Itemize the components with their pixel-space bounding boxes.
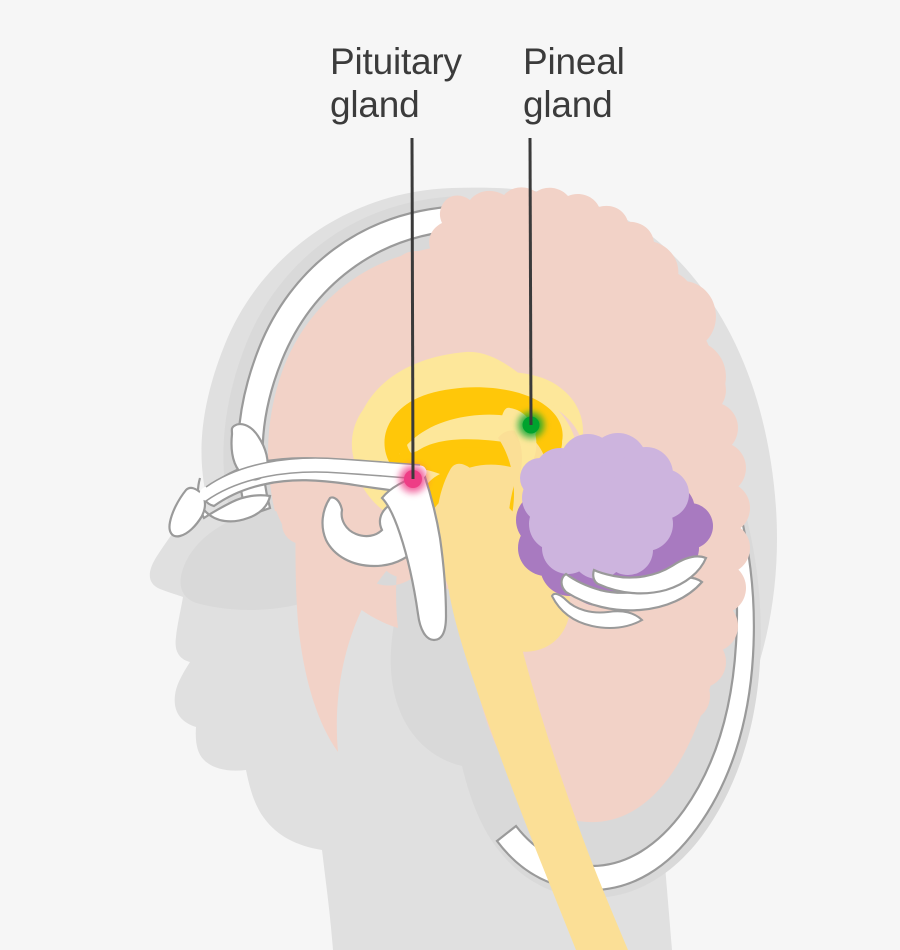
pineal-leader-line bbox=[528, 137, 533, 426]
pituitary-label-line2: gland bbox=[330, 84, 420, 125]
cribriform-arch bbox=[199, 458, 427, 501]
clivus-and-petrous-bone bbox=[380, 472, 448, 642]
pineal-label-line1: Pineal bbox=[523, 41, 625, 82]
pineal-label-line2: gland bbox=[523, 84, 613, 125]
anterior-cranial-fossa bbox=[196, 477, 272, 523]
pituitary-leader-line bbox=[410, 137, 415, 480]
cerebellum-upper-lobes bbox=[520, 433, 689, 579]
cribriform-arch-outline bbox=[205, 471, 421, 502]
pituitary-label-line1: Pituitary bbox=[330, 41, 463, 82]
skull-bone-vault bbox=[236, 204, 755, 892]
occipital-sliver bbox=[550, 592, 644, 629]
mastoid-bone bbox=[592, 555, 708, 595]
cerebrum-gyri-edge bbox=[282, 227, 750, 796]
upper-brainstem bbox=[436, 463, 571, 652]
corpus-callosum-body bbox=[386, 387, 563, 463]
cribriform-arch-outline-top bbox=[205, 457, 421, 488]
